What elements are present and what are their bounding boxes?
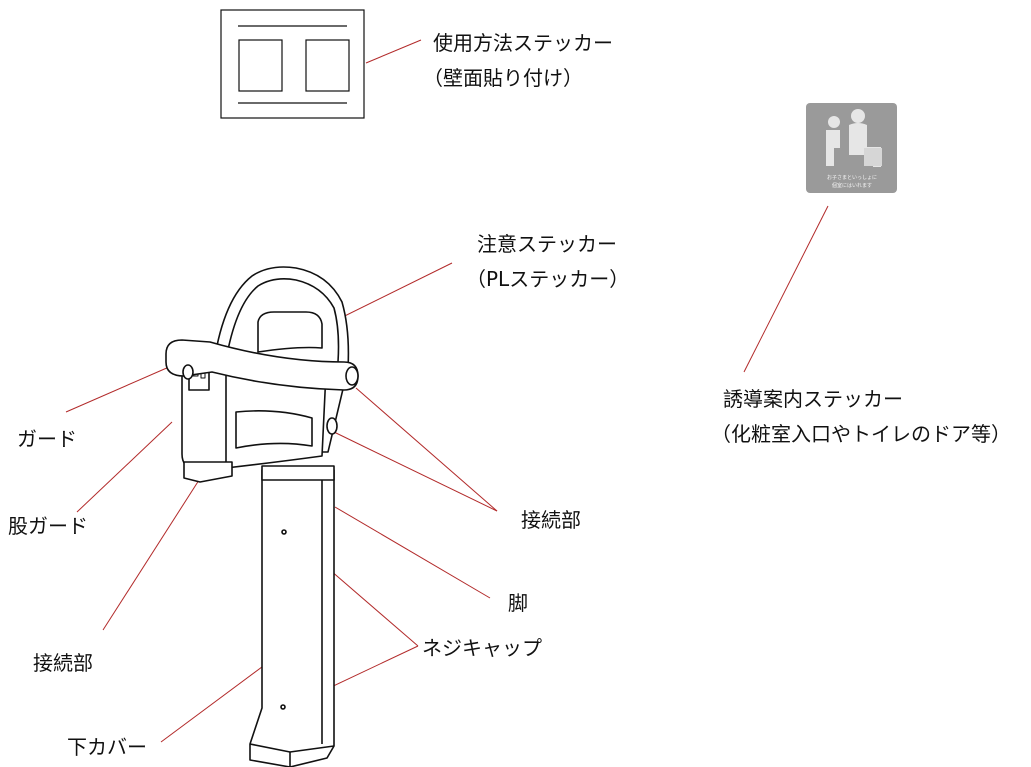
label-joint-right: 接続部: [521, 508, 581, 532]
label-guide-sticker-sub: （化粧室入口やトイレのドア等）: [711, 422, 1011, 446]
child-holder-drawing: [165, 266, 359, 767]
label-crotch-guard: 股ガード: [8, 514, 88, 538]
label-caution-sticker: 注意ステッカー: [477, 232, 617, 256]
leader-joint-right-b: [333, 431, 498, 512]
label-usage-sticker: 使用方法ステッカー: [433, 31, 613, 55]
label-leg: 脚: [508, 591, 528, 615]
leader-guide-sticker: [743, 205, 829, 373]
leader-usage-sticker: [365, 39, 422, 64]
leader-joint-right-a: [355, 387, 498, 512]
guide-sticker-line2: 個室にはいれます: [831, 183, 872, 189]
guide-sticker-drawing: [806, 103, 897, 193]
label-guard: ガード: [17, 427, 77, 451]
label-caution-sticker-sub: （PLステッカー）: [466, 267, 630, 291]
label-screw-cap: ネジキャップ: [422, 636, 542, 660]
leader-lower-cover: [160, 660, 271, 743]
label-joint-left: 接続部: [33, 651, 93, 675]
leader-joint-left: [102, 465, 209, 631]
label-lower-cover: 下カバー: [67, 735, 147, 759]
label-usage-sticker-sub: （壁面貼り付け）: [423, 66, 583, 90]
usage-sticker-drawing: [220, 9, 365, 119]
guide-sticker-line1: お子さまといっしょに: [826, 175, 877, 181]
leader-guard: [65, 366, 170, 413]
leader-crotch-guard: [76, 421, 173, 513]
leader-leg: [334, 506, 491, 599]
label-guide-sticker: 誘導案内ステッカー: [723, 387, 903, 411]
leader-lines: [65, 39, 829, 743]
